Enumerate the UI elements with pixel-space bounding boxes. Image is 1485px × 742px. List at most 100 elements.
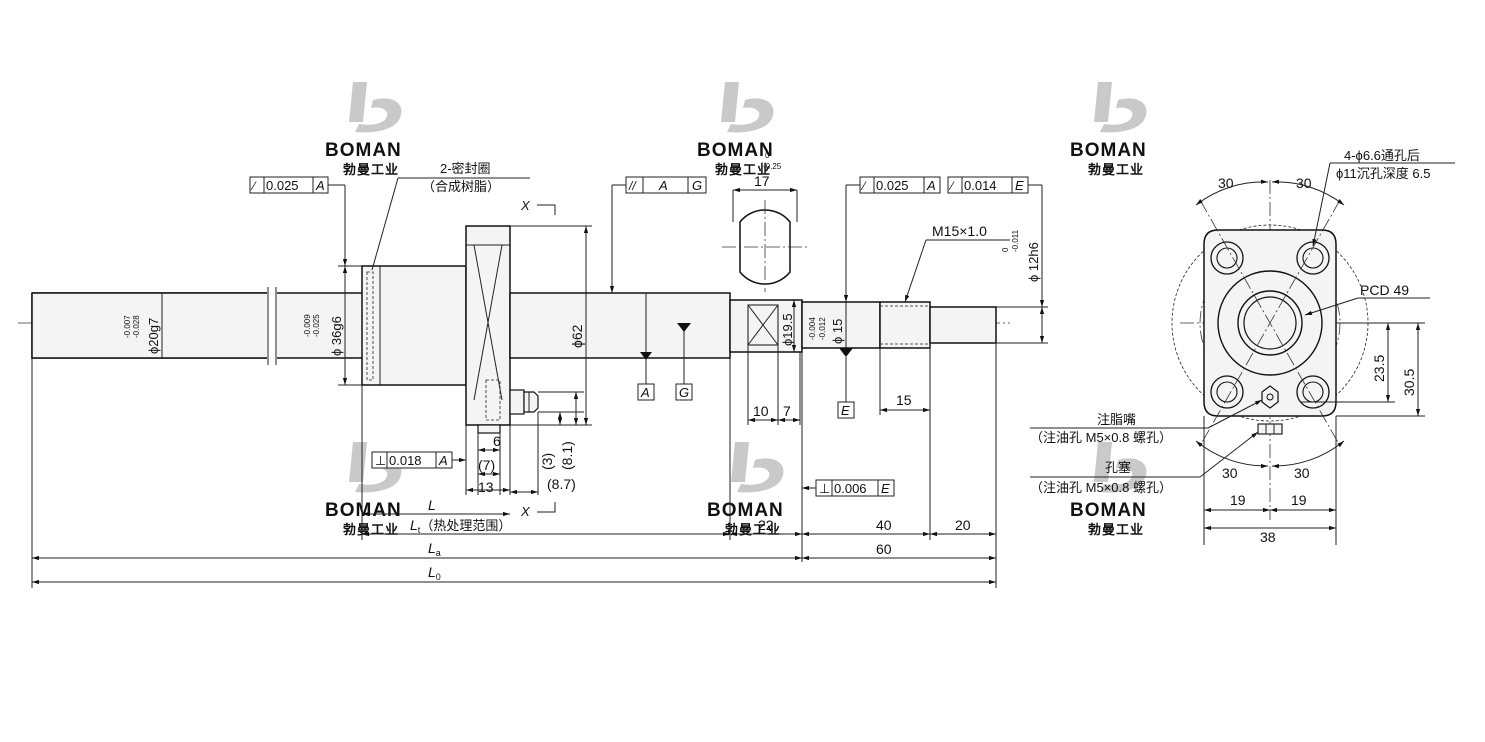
svg-text:G: G — [679, 385, 689, 400]
dim-bearing-diameter: ϕ19.5 — [780, 313, 795, 346]
dim-journal-tol-b: -0.012 — [818, 317, 827, 340]
screw-shaft-right — [509, 292, 731, 359]
side-dimensions: 2-密封圈 （合成树脂） ⁄ 0.025 A ϕ20g7 -0.007 -0.0… — [31, 151, 1048, 588]
svg-text:勃曼工业: 勃曼工业 — [1088, 162, 1144, 177]
dim-Lt: Lt（热处理范围） — [410, 517, 511, 535]
dim-60: 60 — [876, 541, 892, 557]
dim-L0: L0 — [428, 564, 441, 582]
svg-text:⊥: ⊥ — [375, 453, 386, 468]
dim-7-paren: (7) — [478, 457, 495, 473]
svg-text:0.025: 0.025 — [876, 178, 909, 193]
svg-text:0.018: 0.018 — [389, 453, 422, 468]
svg-text://: // — [628, 179, 637, 193]
datum-a1: A — [637, 293, 655, 401]
svg-text:E: E — [841, 403, 850, 418]
screw-shaft-left-fill — [31, 292, 269, 359]
section-x-top: X — [520, 198, 531, 213]
dim-shaft-tol-b: -0.028 — [132, 315, 141, 338]
svg-text:⁄: ⁄ — [250, 179, 257, 193]
svg-text:0.014: 0.014 — [964, 178, 997, 193]
flange-cross-b — [473, 244, 503, 401]
dim-La: La — [428, 540, 441, 558]
end-view: 4-ϕ6.6通孔后 ϕ11沉孔深度 6.5 30 30 PCD 49 23.5 … — [1030, 148, 1455, 545]
pcd-callout: PCD 49 — [1360, 282, 1409, 298]
dim-6: 6 — [493, 433, 501, 449]
dim-40: 40 — [876, 517, 892, 533]
svg-text:G: G — [692, 178, 702, 193]
grease-nipple-callout-sub: （注油孔 M5×0.8 螺孔） — [1030, 430, 1172, 445]
tol-frame-parallel: // A G — [609, 176, 707, 293]
tol-frame-runout-e: ⁄ 0.014 E — [947, 176, 1045, 307]
svg-text:E: E — [1015, 178, 1024, 193]
section-flat-profile — [722, 200, 808, 292]
section-x-bottom: X — [520, 504, 531, 519]
dim-7: 7 — [783, 403, 791, 419]
seal-callout-sub: （合成树脂） — [422, 179, 500, 194]
dim-15: 15 — [896, 392, 912, 408]
dim-flange-diameter: ϕ62 — [569, 324, 585, 348]
plug-callout: 孔塞 — [1105, 460, 1131, 475]
datum-e: E — [837, 348, 855, 419]
mount-hole-br — [1296, 375, 1330, 409]
dim-19-right: 19 — [1291, 492, 1307, 508]
dim-22: 22 — [758, 517, 774, 533]
svg-text:BOMAN: BOMAN — [325, 140, 402, 161]
dim-nut-tol-b: -0.025 — [312, 314, 321, 337]
svg-text:⁄: ⁄ — [948, 179, 955, 193]
svg-text:BOMAN: BOMAN — [1070, 500, 1147, 521]
tol-frame-perp-end: ⊥ 0.006 E — [802, 479, 895, 497]
svg-text:勃曼工业: 勃曼工业 — [715, 162, 771, 177]
dim-angle-30-tl: 30 — [1218, 175, 1234, 191]
dim-L: L — [428, 497, 436, 513]
svg-text:A: A — [315, 178, 325, 193]
dim-19-left: 19 — [1230, 492, 1246, 508]
tol-frame-runout-15: ⁄ 0.025 A — [843, 176, 941, 302]
svg-text:⁄: ⁄ — [860, 179, 867, 193]
svg-text:勃曼工业: 勃曼工业 — [343, 162, 399, 177]
dim-end-tol-a: 0 — [1001, 247, 1010, 252]
ball-nut-body — [361, 265, 467, 386]
svg-text:0.006: 0.006 — [834, 481, 867, 496]
svg-text:勃曼工业: 勃曼工业 — [343, 522, 399, 537]
dim-flat-17: 17 — [754, 173, 770, 189]
dim-8-1-paren: (8.1) — [559, 441, 575, 470]
end-journal-12 — [929, 306, 997, 344]
svg-text:0.025: 0.025 — [266, 178, 299, 193]
dim-journal-tol-a: -0.004 — [808, 317, 817, 340]
flange-hidden-bolt — [485, 379, 501, 421]
svg-text:BOMAN: BOMAN — [707, 500, 784, 521]
dim-8-7-paren: (8.7) — [547, 476, 576, 492]
shaft-break-mark — [267, 287, 277, 365]
grease-nipple-end — [1257, 385, 1283, 435]
dim-nut-tol-a: -0.009 — [303, 314, 312, 337]
dim-30-5: 30.5 — [1401, 369, 1417, 396]
mount-hole-bl — [1210, 375, 1244, 409]
watermark-logo-3: BOMAN 勃曼工业 — [1070, 82, 1147, 177]
dim-end-diameter: ϕ 12h6 — [1026, 242, 1041, 282]
thread-m15 — [879, 301, 931, 349]
grease-nipple-callout: 注脂嘴 — [1097, 412, 1136, 427]
dim-flat-17-tol-a: 0 — [765, 151, 770, 160]
svg-text:A: A — [658, 178, 668, 193]
svg-text:BOMAN: BOMAN — [697, 140, 774, 161]
svg-text:A: A — [926, 178, 936, 193]
bearing-flat-x2 — [747, 304, 779, 346]
plug-callout-sub: （注油孔 M5×0.8 螺孔） — [1030, 480, 1172, 495]
svg-text:勃曼工业: 勃曼工业 — [1088, 522, 1144, 537]
flange-bottom-stub — [477, 424, 501, 434]
dim-angle-30-bl: 30 — [1222, 465, 1238, 481]
tol-frame-runout-nut: ⁄ 0.025 A — [249, 176, 348, 266]
mount-hole-callout: 4-ϕ6.6通孔后 — [1344, 148, 1420, 163]
svg-text:⊥: ⊥ — [819, 481, 830, 496]
dim-shaft-tol-a: -0.007 — [123, 315, 132, 338]
screw-shaft-mid-fill — [275, 292, 367, 359]
tol-frame-perp-flange: ⊥ 0.018 A — [371, 451, 466, 469]
dim-3-paren: (3) — [539, 453, 555, 470]
dim-10: 10 — [753, 403, 769, 419]
nut-flange — [465, 225, 511, 426]
end-view-shaft-inner — [1243, 296, 1297, 350]
bearing-flat-box — [747, 304, 779, 346]
dim-20: 20 — [955, 517, 971, 533]
dim-23-5: 23.5 — [1371, 355, 1387, 382]
svg-text:E: E — [881, 481, 890, 496]
